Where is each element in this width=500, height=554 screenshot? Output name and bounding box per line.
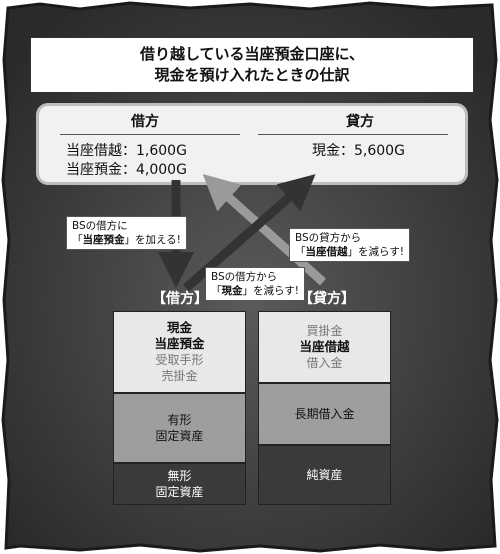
bs-item: 受取手形 (155, 353, 204, 367)
bs-item: 現金 (166, 320, 192, 335)
bs-item: 売掛金 (161, 369, 198, 383)
arrow-credit-reduce (202, 173, 327, 286)
bs-credit-net-assets: 純資産 (258, 445, 391, 505)
bs-item: 固定資産 (155, 485, 204, 499)
bs-item: 固定資産 (155, 429, 204, 443)
credit-header-rule (258, 134, 448, 135)
bs-debit-current-assets: 現金 当座預金 受取手形 売掛金 (113, 311, 246, 393)
note-debit-add: BSの借方に 「当座預金」を加える! (66, 216, 187, 250)
title-line-2: 現金を預け入れたときの仕訳 (154, 66, 350, 84)
journal-credit-line-1: 現金：5,600G (312, 143, 405, 159)
note-credit-reduce: BSの貸方から 「当座借越」を減らす! (289, 228, 410, 262)
bs-item: 当座借越 (299, 339, 350, 354)
bs-credit-current-liabilities: 買掛金 当座借越 借入金 (258, 311, 391, 383)
bs-debit-intangible-fixed-assets: 無形 固定資産 (113, 463, 246, 505)
bs-item: 純資産 (306, 468, 343, 482)
bs-debit-label: 【借方】 (152, 291, 208, 307)
bs-item: 有形 (167, 413, 192, 427)
journal-debit-line-2: 当座預金：4,000G (66, 162, 187, 178)
bs-item: 長期借入金 (294, 407, 355, 421)
journal-entry-panel (36, 103, 468, 185)
title-box: 借り越している当座預金口座に、 現金を預け入れたときの仕訳 (30, 37, 474, 93)
bs-item: 当座預金 (154, 336, 205, 351)
bs-item: 無形 (167, 469, 192, 483)
debit-header-rule (60, 134, 240, 135)
bs-item: 借入金 (306, 356, 343, 370)
bs-debit-tangible-fixed-assets: 有形 固定資産 (113, 393, 246, 463)
journal-debit-line-1: 当座借越：1,600G (66, 143, 187, 159)
journal-credit-header: 貸方 (346, 114, 374, 130)
journal-debit-header: 借方 (131, 114, 159, 130)
note-debit-reduce: BSの借方から 「現金」を減らす! (205, 267, 305, 301)
bs-credit-long-term-liabilities: 長期借入金 (258, 383, 391, 445)
bs-item: 買掛金 (306, 324, 343, 338)
title-line-1: 借り越している当座預金口座に、 (139, 45, 365, 63)
bs-credit-label: 【貸方】 (299, 291, 355, 307)
